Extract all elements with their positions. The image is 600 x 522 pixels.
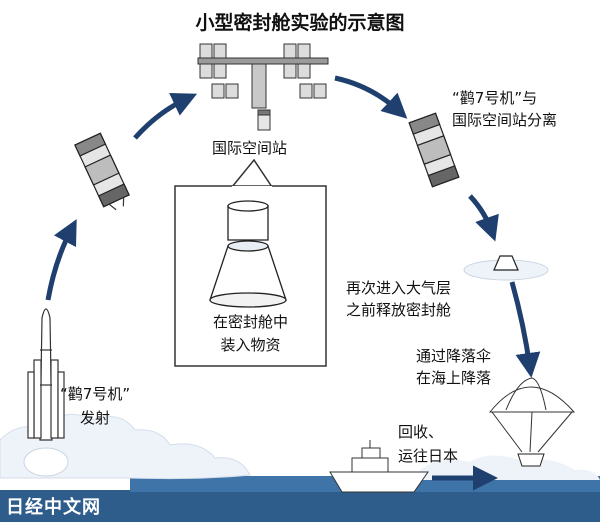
arrow-iss-to-separation — [334, 75, 408, 119]
label-launch-line2: 发射 — [80, 409, 111, 427]
arrow-launch-to-orbit — [45, 219, 77, 301]
label-recovery-line1: 回收、 — [398, 423, 444, 441]
arrow-separation-to-reentry — [468, 194, 499, 242]
reentry-capsule-icon — [463, 255, 549, 281]
arrow-orbit-to-iss — [133, 93, 198, 140]
label-inset-line2: 装入物资 — [220, 336, 281, 354]
recovery-ship-icon — [329, 440, 429, 493]
iss-icon — [197, 43, 329, 131]
label-launch-line1: “鹳7号机” — [60, 385, 131, 403]
label-inset-line1: 在密封舱中 — [212, 313, 288, 331]
arrow-reentry-to-parachute — [509, 281, 541, 378]
label-reentry-line1: 再次进入大气层 — [346, 279, 452, 297]
label-parachute-line1: 通过降落伞 — [416, 347, 492, 365]
label-iss: 国际空间站 — [212, 139, 288, 157]
htv-separating-icon — [408, 112, 460, 188]
sea — [0, 490, 600, 522]
logo-text: 日经中文网 — [6, 497, 101, 518]
rocket-icon — [27, 308, 65, 441]
htv-spacecraft-icon — [74, 132, 130, 211]
label-separation-line2: 国际空间站分离 — [452, 111, 558, 129]
exhaust-plume — [23, 447, 69, 477]
sealed-capsule-icon — [209, 200, 287, 308]
label-recovery-line2: 运往日本 — [398, 447, 459, 465]
diagram-title: 小型密封舱实验的示意图 — [195, 12, 405, 34]
nikkei-logo: 日经中文网 — [0, 490, 130, 522]
label-reentry-line2: 之前释放密封舱 — [346, 301, 452, 319]
label-separation-line1: “鹳7号机”与 — [452, 89, 538, 107]
parachute-icon — [488, 377, 576, 467]
label-parachute-line2: 在海上降落 — [416, 369, 492, 387]
